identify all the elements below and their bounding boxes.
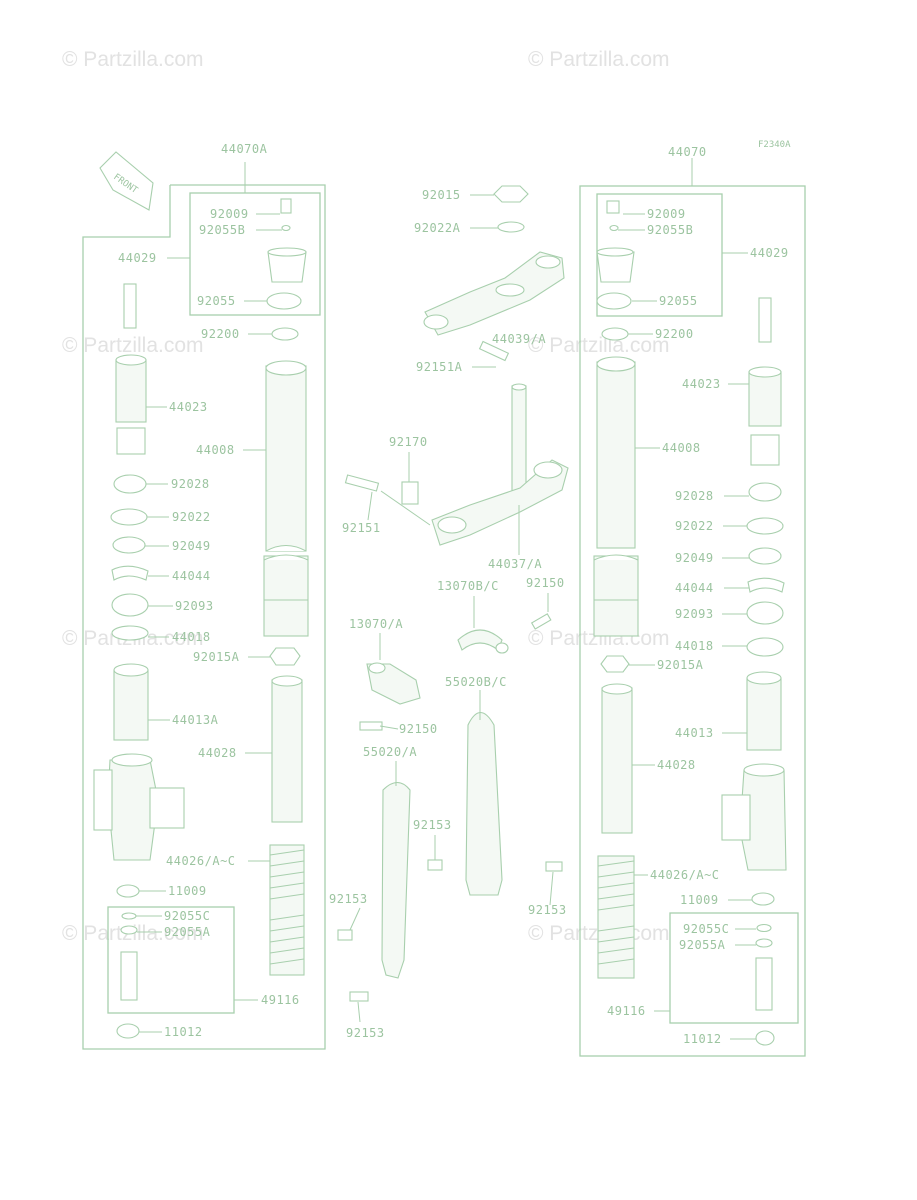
part-label: 44070 <box>668 145 707 159</box>
part-label: 92009 <box>210 207 249 221</box>
center-assembly: 92015 92022A 44039/A 92151A 92170 92151 … <box>329 185 569 1040</box>
part-label: 92055B <box>647 223 693 237</box>
part-label: 92028 <box>675 489 714 503</box>
part-label: 11009 <box>168 884 207 898</box>
part-label: 92055 <box>197 294 236 308</box>
part-label: 44023 <box>169 400 208 414</box>
part-label: 13070B/C <box>437 579 499 593</box>
part-label: 92153 <box>413 818 452 832</box>
part-label: 44026/A~C <box>166 854 236 868</box>
part-label: 92049 <box>675 551 714 565</box>
part-label: 11012 <box>683 1032 722 1046</box>
part-label: 92055B <box>199 223 245 237</box>
part-label: 92055A <box>164 925 211 939</box>
watermark: © Partzilla.com <box>62 48 204 71</box>
part-label: 92151A <box>416 360 463 374</box>
part-label: 44037/A <box>488 557 542 571</box>
part-label: 92015 <box>422 188 461 202</box>
part-label: 11009 <box>680 893 719 907</box>
part-label: 44013A <box>172 713 219 727</box>
part-label: 44044 <box>675 581 714 595</box>
part-label: 92022A <box>414 221 461 235</box>
part-label: 44029 <box>750 246 789 260</box>
part-label: 92170 <box>389 435 428 449</box>
part-label: 44044 <box>172 569 211 583</box>
left-fork-assembly: 44070A 92009 92055B 44029 92055 92200 44… <box>82 142 326 1050</box>
part-label: 92015A <box>657 658 704 672</box>
part-label: 92093 <box>175 599 214 613</box>
part-label: 49116 <box>261 993 300 1007</box>
part-label: 49116 <box>607 1004 646 1018</box>
part-label: 44039/A <box>492 332 546 346</box>
part-label: 55020B/C <box>445 675 507 689</box>
part-label: 44008 <box>196 443 235 457</box>
diagram-code: F2340A <box>758 140 791 150</box>
part-label: 44070A <box>221 142 268 156</box>
part-label: 44026/A~C <box>650 868 720 882</box>
part-label: 92153 <box>329 892 368 906</box>
part-label: 11012 <box>164 1025 203 1039</box>
part-label: 92049 <box>172 539 211 553</box>
watermark: © Partzilla.com <box>528 334 670 357</box>
part-label: 92200 <box>655 327 694 341</box>
part-label: 44018 <box>172 630 211 644</box>
part-label: 92093 <box>675 607 714 621</box>
front-arrow-icon: FRONT <box>99 151 154 211</box>
part-label: 13070/A <box>349 617 403 631</box>
part-label: 92150 <box>526 576 565 590</box>
part-label: 92055A <box>679 938 726 952</box>
part-label: 92015A <box>193 650 240 664</box>
part-label: 44023 <box>682 377 721 391</box>
watermark: © Partzilla.com <box>528 48 670 71</box>
part-label: 44029 <box>118 251 157 265</box>
part-label: 92009 <box>647 207 686 221</box>
part-label: 92028 <box>171 477 210 491</box>
part-label: 92153 <box>528 903 567 917</box>
part-label: 92200 <box>201 327 240 341</box>
watermark: © Partzilla.com <box>62 334 204 357</box>
part-label: 92022 <box>675 519 714 533</box>
part-label: 92055C <box>683 922 729 936</box>
part-label: 92150 <box>399 722 438 736</box>
part-label: 92022 <box>172 510 211 524</box>
part-label: 92151 <box>342 521 381 535</box>
part-label: 92055 <box>659 294 698 308</box>
right-fork-assembly: 44070 92009 92055B 44029 92055 92200 440… <box>579 145 806 1057</box>
part-label: 44018 <box>675 639 714 653</box>
part-label: 44013 <box>675 726 714 740</box>
part-label: 44028 <box>657 758 696 772</box>
part-label: 44028 <box>198 746 237 760</box>
part-label: 44008 <box>662 441 701 455</box>
part-label: 92153 <box>346 1026 385 1040</box>
part-label: 92055C <box>164 909 210 923</box>
part-label: 55020/A <box>363 745 417 759</box>
